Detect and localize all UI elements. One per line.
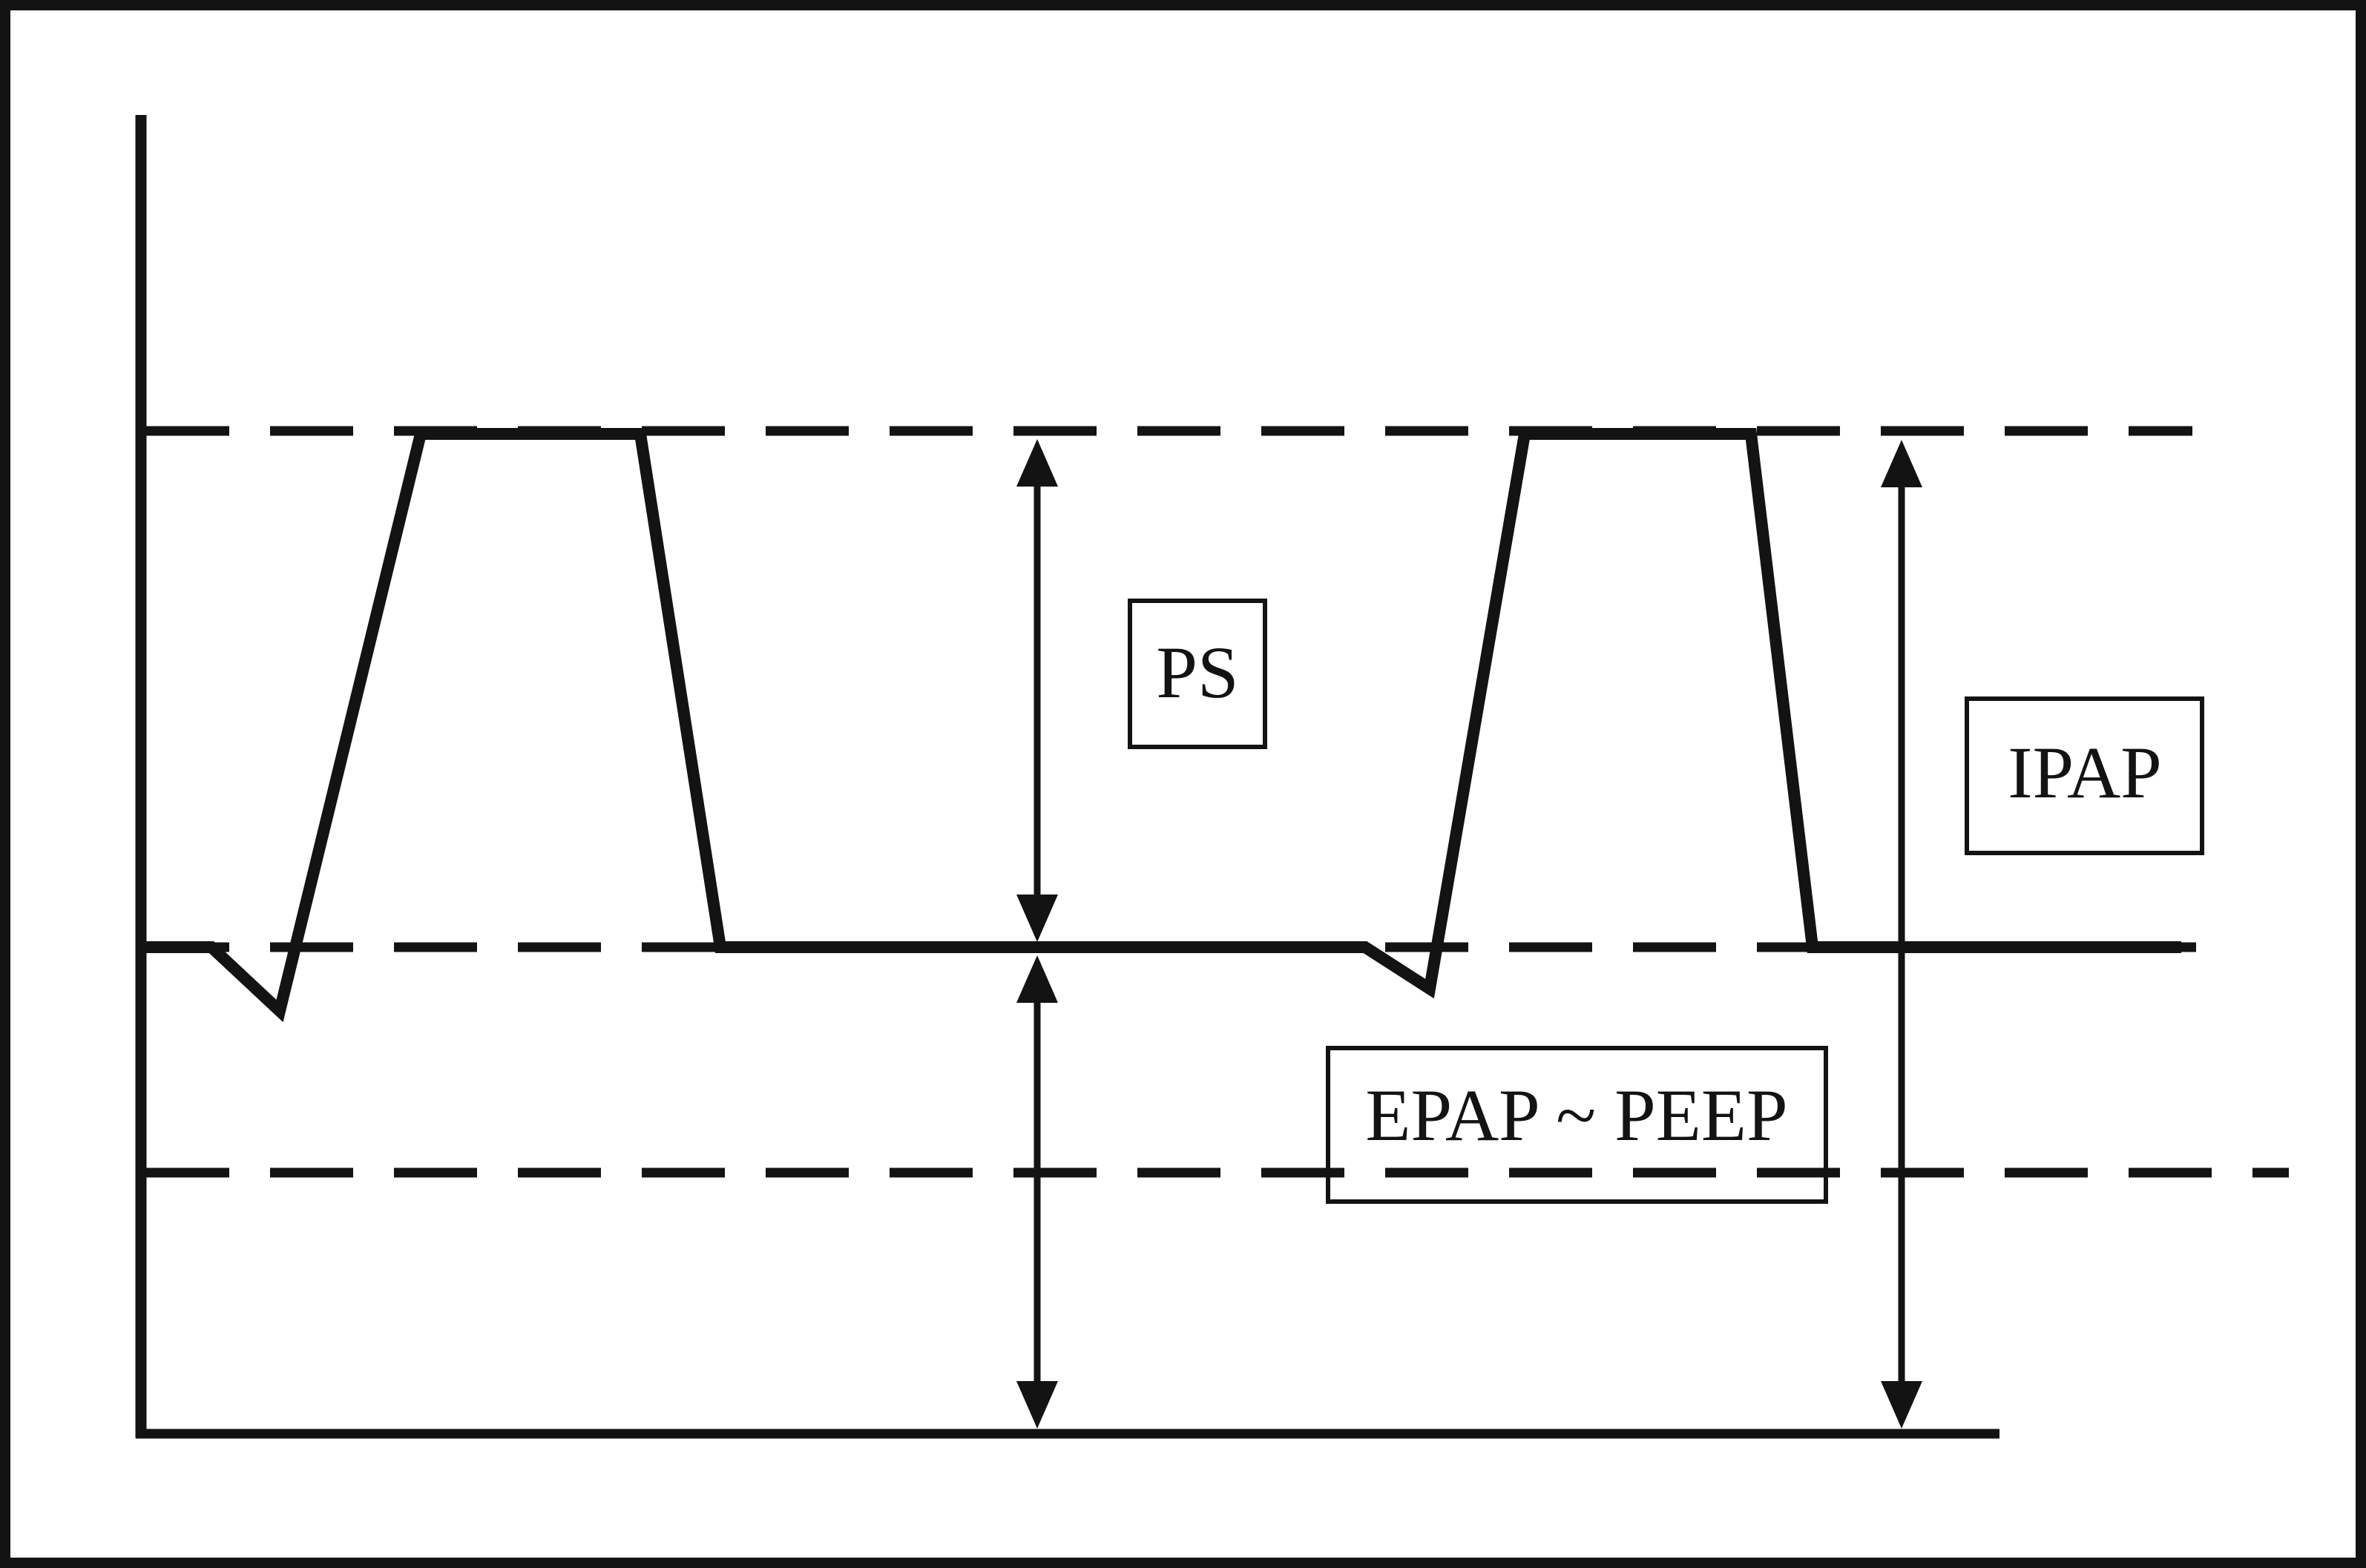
ps-arrow-down-head-icon	[1016, 895, 1058, 942]
ipap-dimension-arrow	[1881, 440, 1922, 1429]
pressure-waveform	[146, 428, 2181, 1023]
ps-label-box	[1128, 599, 1267, 749]
epap-dimension-arrow	[1016, 955, 1058, 1429]
ps-label: PS	[1156, 631, 1238, 714]
ipap-label: IPAP	[2008, 731, 2162, 814]
ipap-arrow-up-head-icon	[1881, 440, 1922, 487]
epap-peep-label: EPAP ~ PEEP	[1365, 1074, 1787, 1156]
epap-arrow-up-head-icon	[1016, 955, 1058, 1003]
ipap-label-box	[1965, 696, 2204, 855]
ps-arrow-up-head-icon	[1016, 439, 1058, 487]
ipap-arrow-down-head-icon	[1881, 1381, 1922, 1429]
epap-arrow-down-head-icon	[1016, 1381, 1058, 1429]
ps-dimension-arrow	[1016, 439, 1058, 942]
